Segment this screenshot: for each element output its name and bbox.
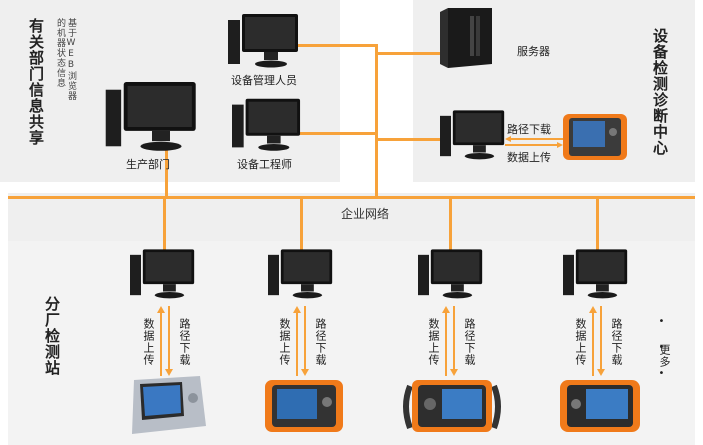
branch-download-label-4: 路径下载 xyxy=(610,318,623,366)
branch-download-label-3: 路径下载 xyxy=(463,318,476,366)
more-label: 更多 xyxy=(658,344,671,368)
center-download-arrow xyxy=(505,136,563,142)
web-browser-note: 基于WEB浏览器的机器状态信息 xyxy=(55,18,76,101)
branch-download-label-1: 路径下载 xyxy=(178,318,191,366)
engineer-label: 设备工程师 xyxy=(237,158,292,171)
production-link-line xyxy=(165,148,168,198)
center-handheld-device-icon xyxy=(563,114,627,160)
branch-computer-icon-4 xyxy=(563,249,628,299)
center-download-label: 路径下载 xyxy=(507,123,551,136)
production-computer-icon xyxy=(105,82,196,151)
vertical-trunk-line xyxy=(375,44,378,198)
branch-device-icon-3 xyxy=(403,380,501,432)
branch-link-3 xyxy=(449,198,452,250)
server-label: 服务器 xyxy=(517,45,550,58)
center-upload-arrow xyxy=(505,142,563,148)
server-link-line xyxy=(375,52,445,55)
engineer-link-line xyxy=(296,132,377,135)
branch-upload-label-3: 数据上传 xyxy=(427,318,440,366)
center-pc-link-line xyxy=(375,138,445,141)
branch-arrows-4 xyxy=(589,306,605,376)
network-backbone-line xyxy=(8,196,695,199)
info-share-title: 有关部门信息共享 xyxy=(27,18,45,146)
branch-link-4 xyxy=(596,198,599,250)
diagnosis-center-title: 设备检测诊断中心 xyxy=(651,28,669,156)
branch-arrows-3 xyxy=(442,306,458,376)
branch-arrows-2 xyxy=(293,306,309,376)
branch-link-2 xyxy=(300,198,303,250)
branch-upload-label-4: 数据上传 xyxy=(574,318,587,366)
branch-station-title: 分厂检测站 xyxy=(43,296,61,376)
enterprise-network-band xyxy=(8,193,695,241)
production-label: 生产部门 xyxy=(126,158,170,171)
branch-upload-label-2: 数据上传 xyxy=(278,318,291,366)
manager-link-line xyxy=(296,44,377,47)
engineer-computer-icon xyxy=(232,98,301,151)
branch-download-label-2: 路径下载 xyxy=(314,318,327,366)
branch-computer-icon-2 xyxy=(268,249,333,299)
branch-device-icon-1 xyxy=(132,376,206,434)
network-label: 企业网络 xyxy=(341,207,390,221)
branch-computer-icon-3 xyxy=(418,249,483,299)
center-computer-icon xyxy=(440,110,505,160)
branch-link-1 xyxy=(163,198,166,250)
manager-computer-icon xyxy=(228,14,298,68)
branch-computer-icon-1 xyxy=(130,249,195,299)
branch-device-icon-2 xyxy=(265,380,343,432)
manager-label: 设备管理人员 xyxy=(231,74,297,87)
more-dots: • • • xyxy=(656,316,667,381)
branch-arrows-1 xyxy=(157,306,173,376)
center-upload-label: 数据上传 xyxy=(507,151,551,164)
server-icon xyxy=(440,8,492,68)
branch-device-icon-4 xyxy=(560,380,640,432)
branch-upload-label-1: 数据上传 xyxy=(142,318,155,366)
